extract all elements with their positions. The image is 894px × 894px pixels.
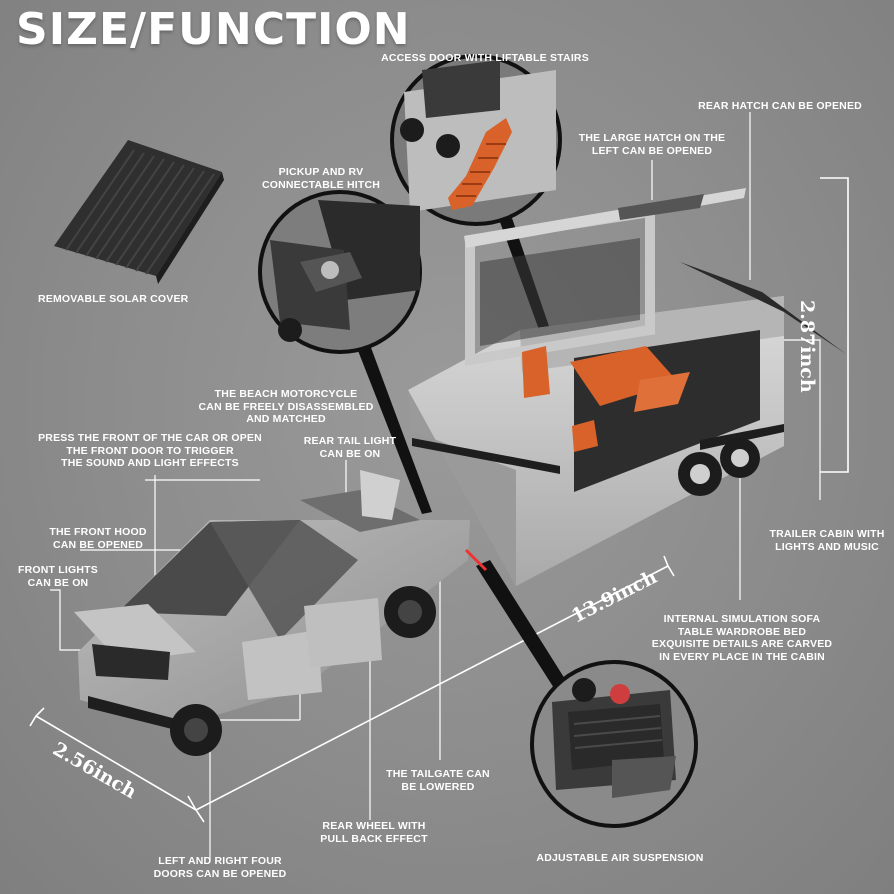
label-rear-wheel: REAR WHEEL WITH PULL BACK EFFECT <box>320 820 428 845</box>
page-title: SIZE/FUNCTION <box>16 4 411 55</box>
dimension-lines <box>29 177 849 823</box>
label-tail-light: REAR TAIL LIGHT CAN BE ON <box>303 435 397 460</box>
solar-cover <box>54 140 224 284</box>
label-large-hatch: THE LARGE HATCH ON THE LEFT CAN BE OPENE… <box>578 132 726 157</box>
detail-hitch-circle <box>258 190 422 354</box>
label-press-front: PRESS THE FRONT OF THE CAR OR OPEN THE F… <box>38 432 262 469</box>
label-trailer-cabin: TRAILER CABIN WITH LIGHTS AND MUSIC <box>769 528 885 553</box>
detail-suspension-circle <box>530 660 698 828</box>
label-access-door: ACCESS DOOR WITH LIFTABLE STAIRS <box>381 52 589 64</box>
label-motorcycle: THE BEACH MOTORCYCLE CAN BE FREELY DISAS… <box>198 388 374 425</box>
cybertruck <box>74 470 488 756</box>
label-tailgate: THE TAILGATE CAN BE LOWERED <box>386 768 490 793</box>
detail-stairs-circle <box>390 54 562 226</box>
label-doors: LEFT AND RIGHT FOUR DOORS CAN BE OPENED <box>153 855 287 880</box>
trailer <box>408 188 846 586</box>
label-rear-hatch: REAR HATCH CAN BE OPENED <box>698 100 862 112</box>
label-interior: INTERNAL SIMULATION SOFA TABLE WARDROBE … <box>651 613 833 663</box>
label-front-lights: FRONT LIGHTS CAN BE ON <box>18 564 98 589</box>
dimension-height: 2.87inch <box>796 300 818 393</box>
label-front-hood: THE FRONT HOOD CAN BE OPENED <box>49 526 147 551</box>
label-hitch: PICKUP AND RV CONNECTABLE HITCH <box>261 166 381 191</box>
label-solar-cover: REMOVABLE SOLAR COVER <box>38 293 189 305</box>
label-suspension: ADJUSTABLE AIR SUSPENSION <box>536 852 704 864</box>
